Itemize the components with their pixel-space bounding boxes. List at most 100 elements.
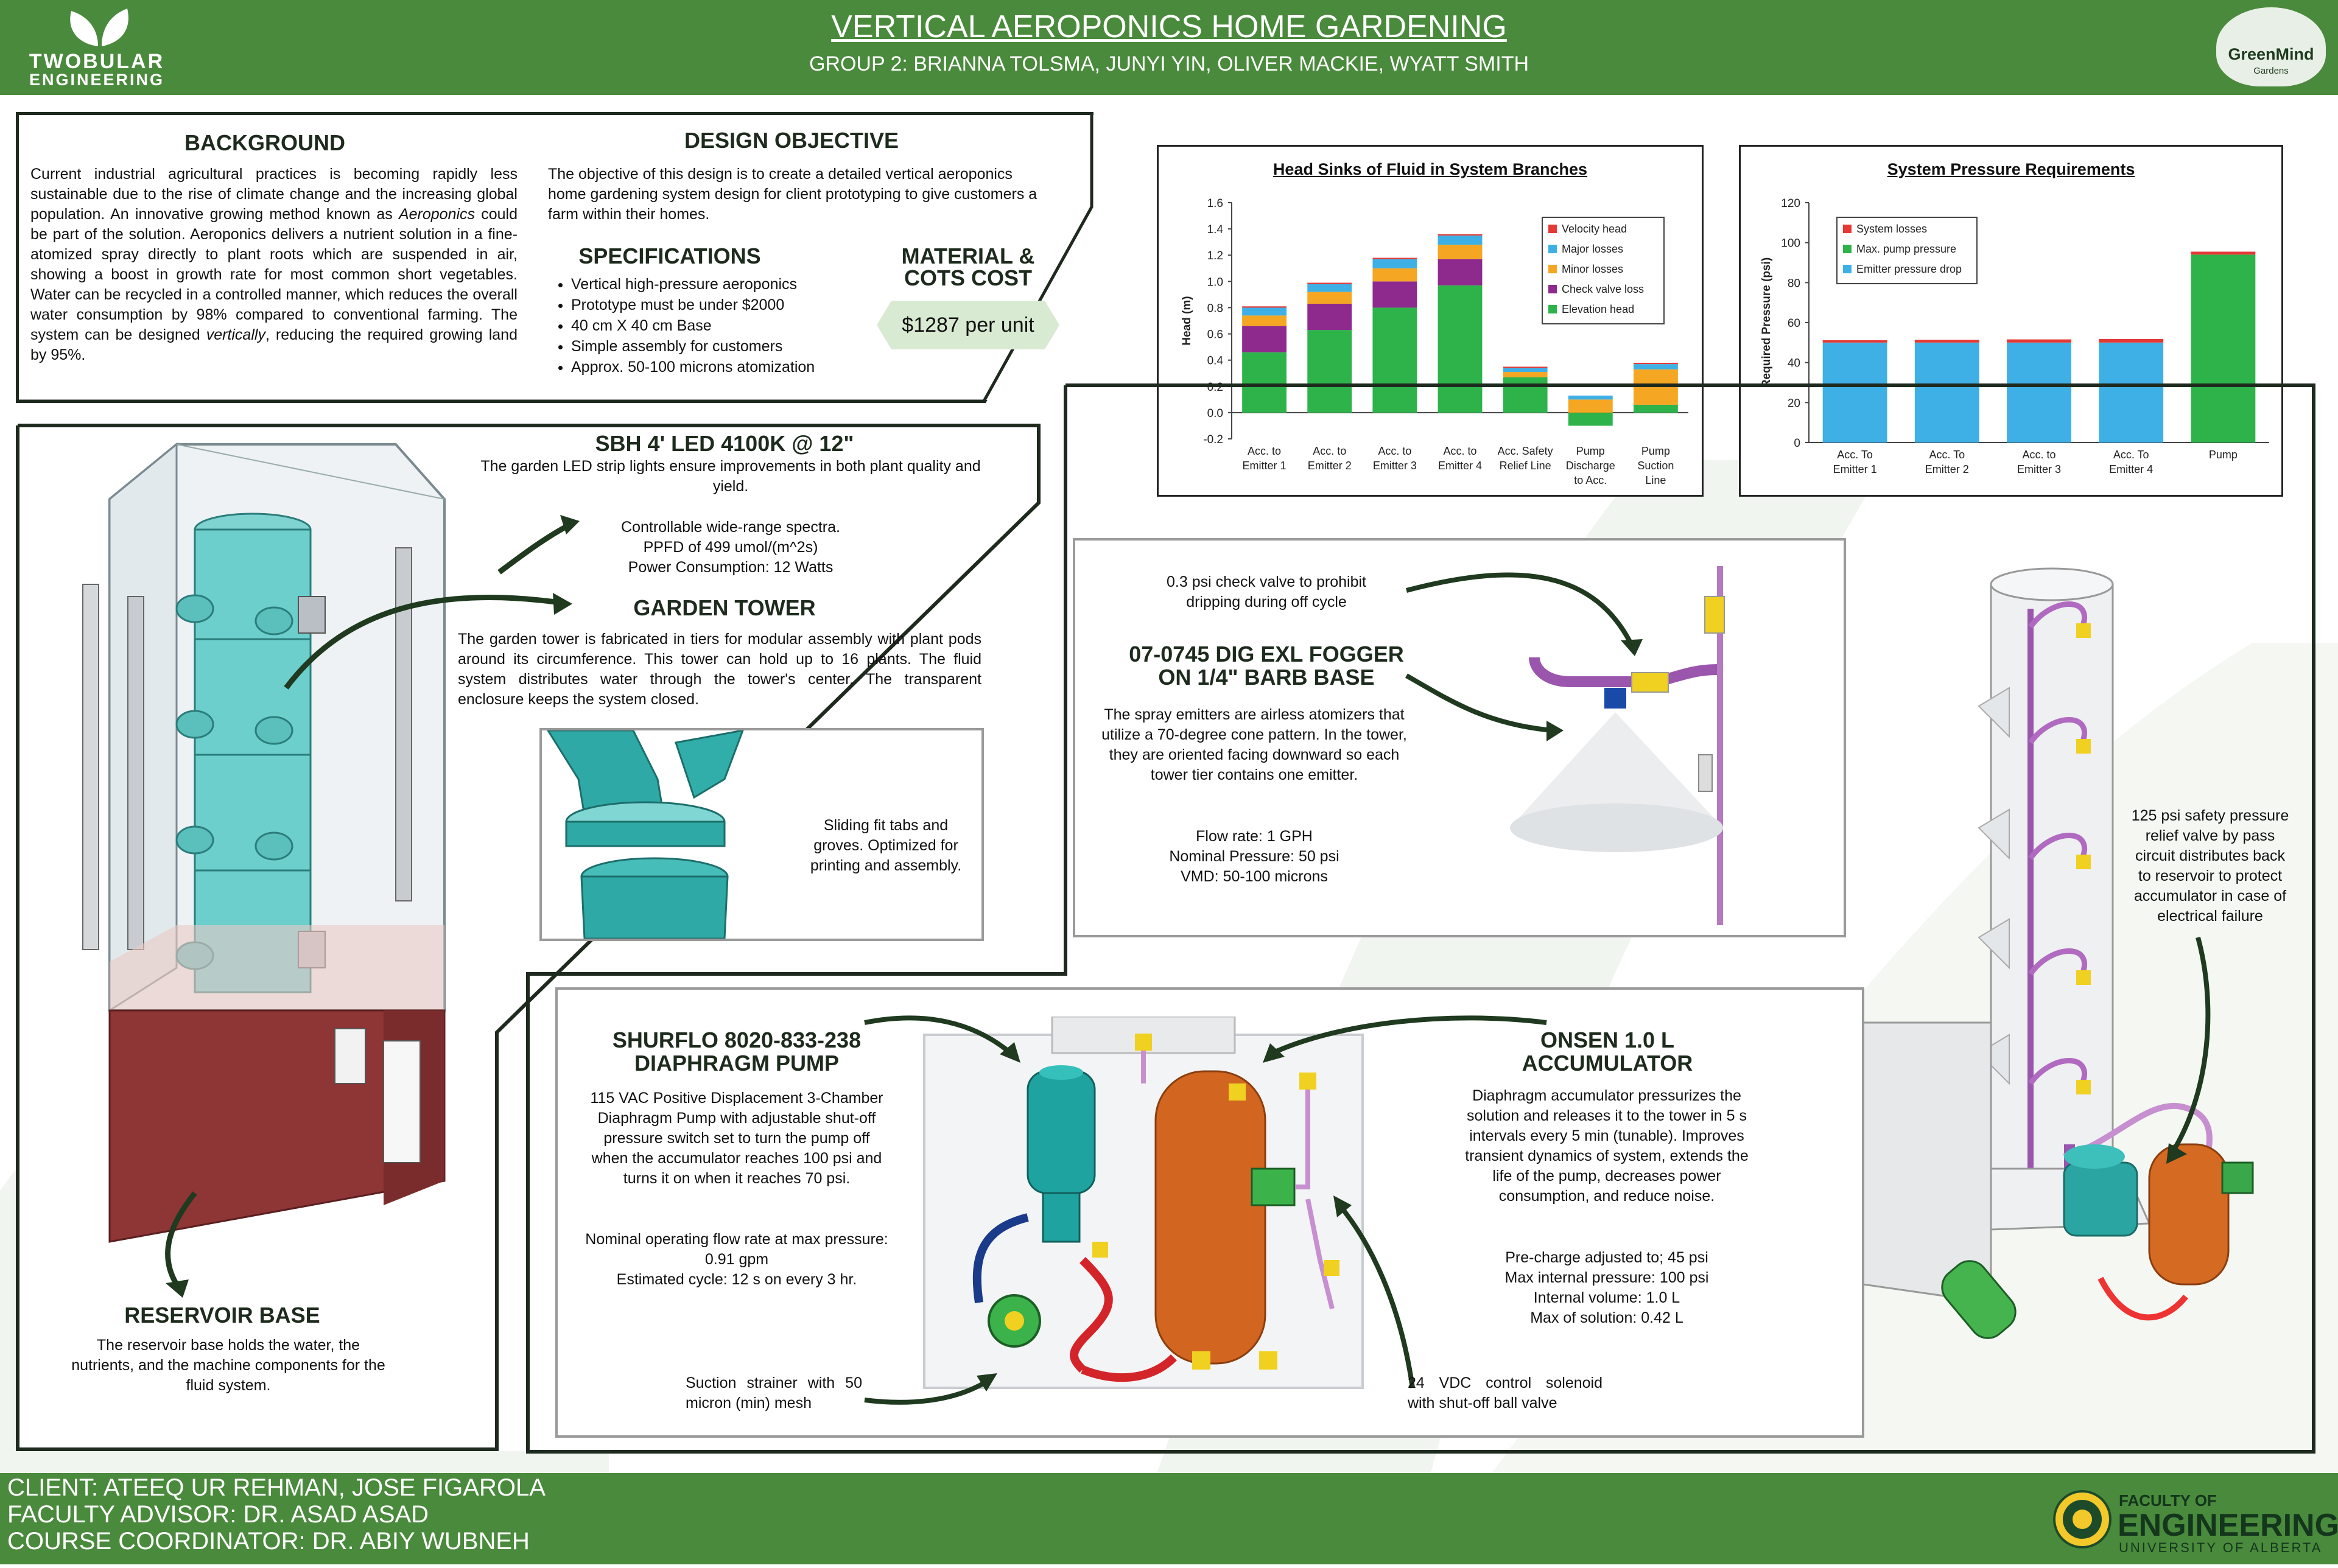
x-tick-label: Acc. To (2113, 449, 2149, 461)
pump-illustration (923, 1017, 1364, 1389)
bar-segment (1568, 395, 1613, 400)
x-tick-label: Acc. to (1378, 445, 1411, 457)
check-valve-text: 0.3 psi check valve to prohibit dripping… (1167, 573, 1366, 611)
fogger-flow: Flow rate: 1 GPH (1196, 828, 1313, 845)
bar-segment (2191, 251, 2256, 255)
y-tick-label: 100 (1781, 237, 1800, 250)
bar-segment (1503, 368, 1548, 373)
pump-heading-line1: SHURFLO 8020-833-238 (612, 1027, 862, 1052)
spec-item: Vertical high-pressure aeroponics (571, 274, 888, 295)
poster-subtitle: GROUP 2: BRIANNA TOLSMA, JUNYI YIN, OLIV… (809, 52, 1529, 75)
bar-segment (1438, 285, 1483, 413)
pump-cycle: Estimated cycle: 12 s on every 3 hr. (616, 1271, 857, 1288)
bar-segment (1914, 340, 1979, 343)
x-tick-label: Emitter 2 (1308, 460, 1352, 472)
legend-box (1542, 217, 1665, 324)
led-description: The garden LED strip lights ensure impro… (480, 458, 981, 495)
bar-segment (1372, 281, 1417, 308)
spec-item: Prototype must be under $2000 (571, 295, 888, 315)
company-name-line1: TWOBULAR (29, 50, 165, 73)
x-tick-label: Pump (1641, 445, 1670, 457)
pump-heading-line2: DIAPHRAGM PUMP (634, 1051, 839, 1076)
bar-segment (2099, 342, 2164, 443)
fogger-vmd: VMD: 50-100 microns (1181, 868, 1328, 885)
bar-segment (1242, 307, 1287, 316)
x-tick-label: Relief Line (1500, 460, 1551, 472)
legend-label: Emitter pressure drop (1856, 263, 1962, 275)
specifications-heading: SPECIFICATIONS (578, 243, 761, 268)
accumulator-max-solution: Max of solution: 0.42 L (1530, 1309, 1683, 1326)
accumulator-max-pressure: Max internal pressure: 100 psi (1504, 1269, 1709, 1286)
fluid-system-panel-outline (526, 383, 2315, 1454)
faculty-line3: UNIVERSITY OF ALBERTA (2119, 1540, 2323, 1555)
fogger-heading-line2: ON 1/4" BARB BASE (1158, 665, 1375, 690)
x-tick-label: Emitter 4 (1438, 460, 1482, 472)
chart2-title: System Pressure Requirements (1887, 160, 2135, 178)
y-tick-label: 0.4 (1207, 355, 1224, 368)
legend-swatch (1843, 265, 1852, 273)
bar-segment (1372, 259, 1417, 268)
y-tick-label: 0.8 (1207, 302, 1223, 315)
bar-segment (1914, 342, 1979, 443)
x-tick-label: Acc. to (2022, 449, 2055, 461)
head-sinks-chart-box: Head Sinks of Fluid in System Branches -… (1157, 145, 1704, 497)
fogger-heading-line1: 07-0745 DIG EXL FOGGER (1129, 642, 1404, 667)
reservoir-text: The reservoir base holds the water, the … (71, 1337, 385, 1394)
x-tick-label: Pump (1576, 445, 1605, 457)
y-tick-label: 120 (1781, 197, 1800, 210)
faculty-line1: FACULTY OF (2119, 1491, 2217, 1510)
bar-segment (1438, 234, 1483, 236)
accumulator-precharge: Pre-charge adjusted to; 45 psi (1505, 1249, 1708, 1266)
led-heading: SBH 4' LED 4100K @ 12" (595, 431, 854, 456)
bar-segment (1568, 412, 1613, 426)
y-tick-label: 1.4 (1207, 223, 1224, 236)
poster-title: VERTICAL AEROPONICS HOME GARDENING (831, 9, 1507, 44)
bar-segment (1242, 352, 1287, 413)
bar-segment (1503, 366, 1548, 368)
x-tick-label: to Acc. (1574, 474, 1607, 486)
x-tick-label: Line (1645, 474, 1666, 486)
x-tick-label: Discharge (1566, 460, 1615, 472)
accumulator-volume: Internal volume: 1.0 L (1533, 1289, 1680, 1306)
y-tick-label: 0.0 (1207, 407, 1223, 420)
y-tick-label: 0 (1794, 437, 1800, 450)
x-tick-label: Emitter 1 (1243, 460, 1287, 472)
bar-segment (2191, 254, 2256, 443)
bar-segment (1438, 259, 1483, 285)
relief-valve-arrow (2166, 936, 2211, 1164)
strainer-text: Suction strainer with 50 micron (min) me… (686, 1374, 862, 1412)
legend-label: Velocity head (1562, 223, 1627, 235)
x-tick-label: Emitter 2 (1925, 463, 1969, 475)
bar-segment (1634, 362, 1678, 365)
legend-swatch (1548, 265, 1557, 273)
header-bar (0, 0, 2338, 95)
fogger-illustration (1510, 566, 1725, 925)
footer-coordinator: COURSE COORDINATOR: DR. ABIY WUBNEH (7, 1528, 530, 1555)
fogger-arrows (1405, 572, 1643, 741)
y-tick-label: 20 (1788, 397, 1800, 410)
fogger-text: The spray emitters are airless atomizers… (1101, 706, 1407, 783)
garden-tower-text: The garden tower is fabricated in tiers … (458, 631, 981, 708)
accumulator-heading-line1: ONSEN 1.0 L (1540, 1027, 1675, 1052)
bar-segment (1372, 268, 1417, 282)
bar-segment (1438, 244, 1483, 259)
legend-box (1836, 217, 1978, 284)
legend-swatch (1843, 225, 1852, 233)
led-spectra: Controllable wide-range spectra. (621, 519, 840, 536)
objective-text: The objective of this design is to creat… (548, 166, 1037, 223)
x-tick-label: Pump (2209, 449, 2238, 461)
y-tick-label: 1.0 (1207, 276, 1223, 289)
partner-name: GreenMind (2228, 45, 2314, 63)
sliding-fit-text: Sliding fit tabs and groves. Optimized f… (810, 817, 962, 874)
chart1-title: Head Sinks of Fluid in System Branches (1273, 160, 1588, 178)
specifications-list: Vertical high-pressure aeroponics Protot… (548, 274, 888, 377)
legend-swatch (1548, 245, 1557, 253)
x-tick-label: Acc. To (1837, 449, 1873, 461)
bar-segment (1242, 326, 1287, 352)
bar-segment (1503, 372, 1548, 377)
spec-item: 40 cm X 40 cm Base (571, 315, 888, 336)
leaf-icon (70, 9, 128, 46)
bar-segment (1242, 306, 1287, 308)
relief-valve-text: 125 psi safety pressure relief valve by … (2131, 807, 2289, 925)
